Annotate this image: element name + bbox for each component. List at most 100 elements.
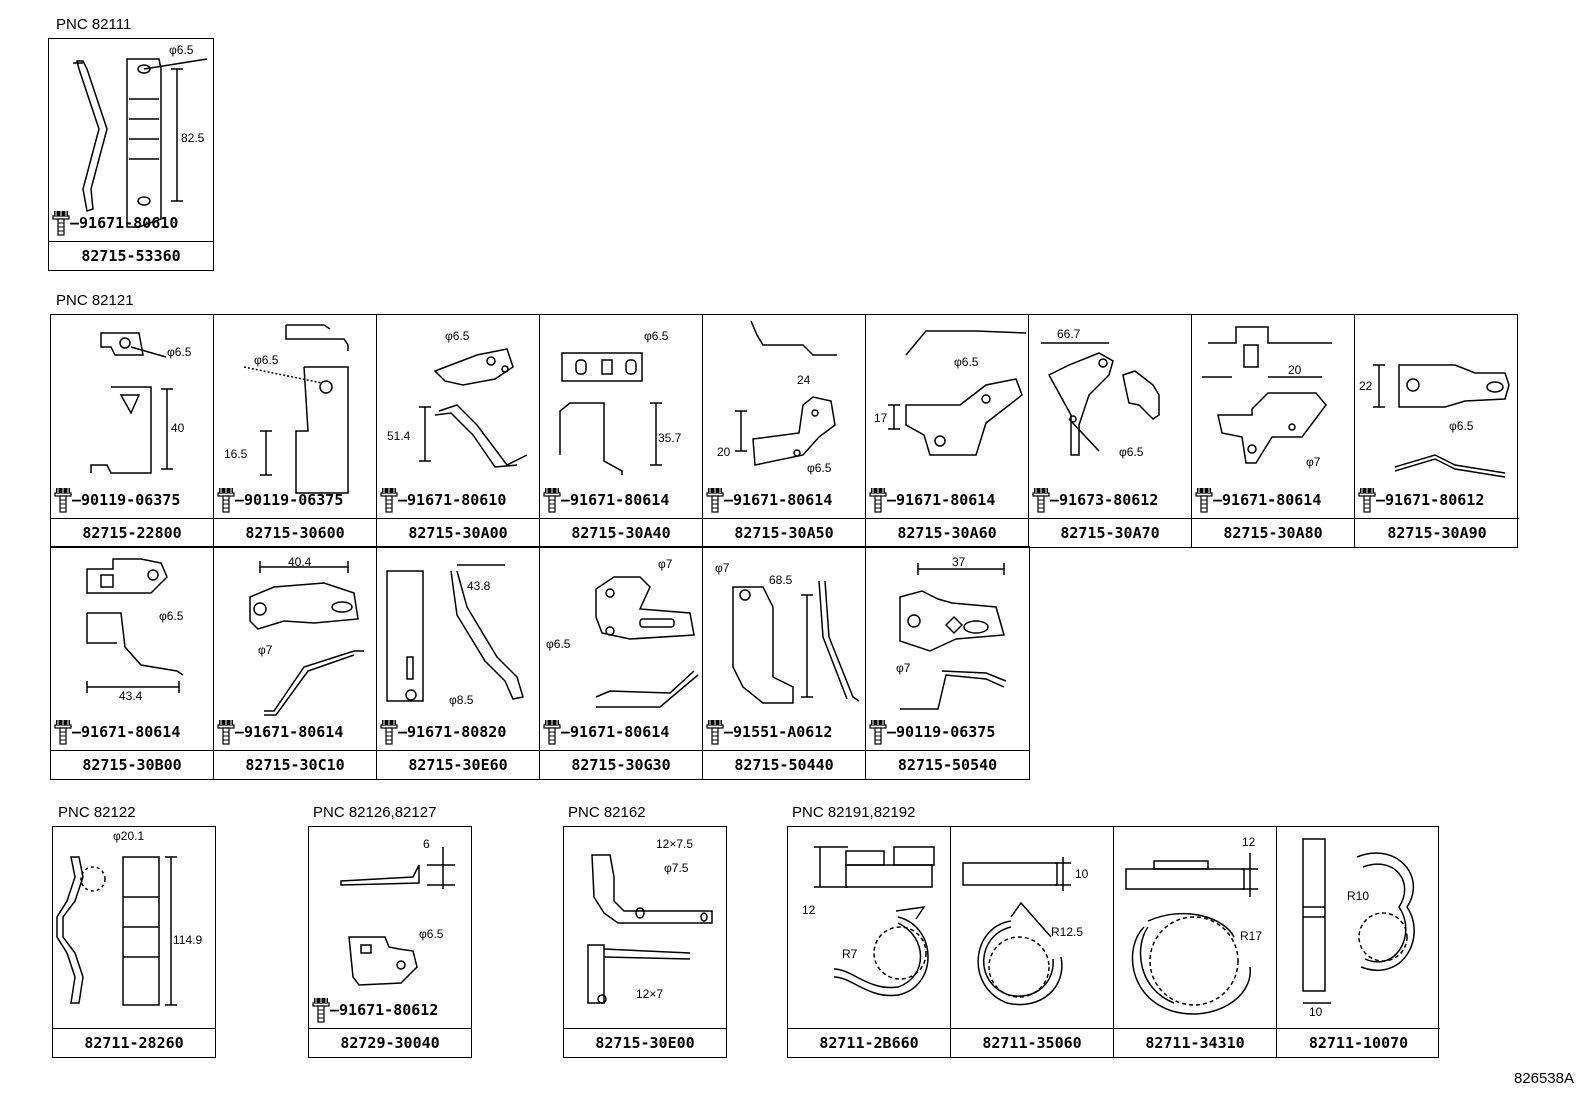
fastener-callout[interactable]: —91673-80612: [1032, 487, 1158, 513]
fastener-callout[interactable]: —91671-80610: [380, 487, 506, 513]
part-cell[interactable]: 43.8 φ8.5 —91671-80820 82715-30E60: [377, 547, 540, 779]
part-cell[interactable]: 6 φ6.5 —91671-80612 82729-30040: [309, 827, 471, 1057]
part-number[interactable]: 82711-35060: [951, 1028, 1113, 1057]
fastener-callout[interactable]: —91671-80614: [543, 487, 669, 513]
part-number[interactable]: 82715-30A00: [377, 518, 539, 547]
part-cell[interactable]: φ7 φ6.5 —91671-80614 82715-30G30: [540, 547, 703, 779]
part-number[interactable]: 82715-30A90: [1355, 518, 1519, 547]
part-number[interactable]: 82715-30A60: [866, 518, 1028, 547]
flange-bolt-icon: [217, 487, 235, 513]
bracket-drawing: [587, 854, 713, 1004]
part-number[interactable]: 82711-2B660: [788, 1028, 950, 1057]
part-number[interactable]: 82715-50440: [703, 750, 865, 779]
pnc-label-82162: PNC 82162: [568, 804, 646, 821]
part-box-82122: φ20.1 114.9 82711-28260: [52, 826, 216, 1058]
part-number[interactable]: 82715-30E00: [564, 1028, 726, 1057]
part-number[interactable]: 82715-30A80: [1192, 518, 1354, 547]
part-cell[interactable]: φ7 68.5 —91551-A0612 82715-50440: [703, 547, 866, 779]
part-cell[interactable]: 12 R7 82711-2B660: [788, 827, 951, 1057]
dimension-label: φ6.5: [445, 329, 470, 343]
flange-bolt-icon: [380, 719, 398, 745]
fastener-callout[interactable]: —90119-06375: [217, 487, 343, 513]
part-cell[interactable]: φ6.5 16.5 —90119-06375 82715-30600: [214, 315, 377, 547]
part-cell[interactable]: 10 R12.5 82711-35060: [951, 827, 1114, 1057]
part-number[interactable]: 82715-30G30: [540, 750, 702, 779]
fastener-callout[interactable]: —91671-80614: [706, 487, 832, 513]
dimension-label: 10: [1075, 867, 1089, 881]
part-cell[interactable]: 12×7.5 φ7.5 12×7 82715-30E00: [564, 827, 726, 1057]
part-cell[interactable]: φ6.5 40 —90119-06375 82715-22800: [51, 315, 214, 547]
bracket-drawing: [56, 856, 177, 1006]
dimension-label: φ6.5: [254, 353, 279, 367]
fastener-part-number: 91671-80614: [570, 491, 670, 509]
part-number[interactable]: 82729-30040: [309, 1028, 471, 1057]
part-cell[interactable]: 22 φ6.5 —91671-80612 82715-30A90: [1355, 315, 1519, 547]
dimension-label: 37: [952, 555, 966, 569]
fastener-part-number: 91671-80614: [81, 723, 181, 741]
dimension-label: 43.4: [119, 689, 143, 703]
fastener-callout[interactable]: —91551-A0612: [706, 719, 832, 745]
part-number[interactable]: 82715-30A50: [703, 518, 865, 547]
dimension-label: R7: [842, 947, 858, 961]
part-number[interactable]: 82715-22800: [51, 518, 213, 547]
bracket-drawing: [86, 558, 184, 693]
part-cell[interactable]: φ6.5 35.7 —91671-80614 82715-30A40: [540, 315, 703, 547]
fastener-part-number: 91671-80614: [570, 723, 670, 741]
flange-bolt-icon: [217, 719, 235, 745]
part-number[interactable]: 82715-50540: [866, 750, 1029, 779]
part-cell[interactable]: 20 φ7 —91671-80614 82715-30A80: [1192, 315, 1355, 547]
part-cell[interactable]: 40.4 φ7 —91671-80614 82715-30C10: [214, 547, 377, 779]
bracket-drawing: [340, 847, 455, 986]
fastener-callout[interactable]: —91671-80612: [1358, 487, 1484, 513]
fastener-part-number: 91671-80614: [896, 491, 996, 509]
dimension-label: 20: [717, 445, 731, 459]
part-cell[interactable]: φ20.1 114.9 82711-28260: [53, 827, 215, 1057]
part-number[interactable]: 82711-10070: [1277, 1028, 1440, 1057]
part-cell[interactable]: φ6.5 82.5 —91671-80610 82715-53360: [49, 39, 213, 270]
fastener-callout[interactable]: —91671-80610: [52, 210, 178, 236]
figure-code: 826538A: [1513, 1070, 1574, 1087]
part-number[interactable]: 82715-30A40: [540, 518, 702, 547]
dimension-label: φ6.5: [167, 345, 192, 359]
part-cell[interactable]: φ6.5 51.4 —91671-80610 82715-30A00: [377, 315, 540, 547]
fastener-callout[interactable]: —91671-80820: [380, 719, 506, 745]
part-number[interactable]: 82711-34310: [1114, 1028, 1276, 1057]
dimension-label: φ6.5: [159, 609, 184, 623]
part-cell[interactable]: 12 R17 82711-34310: [1114, 827, 1277, 1057]
dimension-label: φ7: [1306, 455, 1321, 469]
part-cell[interactable]: R10 10 82711-10070: [1277, 827, 1440, 1057]
fastener-callout[interactable]: —90119-06375: [869, 719, 995, 745]
flange-bolt-icon: [706, 487, 724, 513]
part-cell[interactable]: 37 φ7 —90119-06375 82715-50540: [866, 547, 1029, 779]
fastener-part-number: 91671-80820: [407, 723, 507, 741]
dimension-label: φ6.5: [1449, 419, 1474, 433]
flange-bolt-icon: [706, 719, 724, 745]
flange-bolt-icon: [54, 719, 72, 745]
part-cell[interactable]: φ6.5 43.4 —91671-80614 82715-30B00: [51, 547, 214, 779]
fastener-callout[interactable]: —91671-80612: [312, 997, 438, 1023]
fastener-callout[interactable]: —91671-80614: [543, 719, 669, 745]
fastener-callout[interactable]: —91671-80614: [869, 487, 995, 513]
dimension-label: 43.8: [467, 579, 491, 593]
part-cell[interactable]: 66.7 φ6.5 —91673-80612 82715-30A70: [1029, 315, 1192, 547]
part-number[interactable]: 82715-53360: [49, 241, 213, 270]
dimension-label: 16.5: [224, 447, 248, 461]
part-box-82126: 6 φ6.5 —91671-80612 82729-30040: [308, 826, 472, 1058]
bracket-drawing: [1202, 326, 1332, 464]
part-number[interactable]: 82715-30B00: [51, 750, 213, 779]
part-number[interactable]: 82715-30C10: [214, 750, 376, 779]
part-number[interactable]: 82715-30E60: [377, 750, 539, 779]
fastener-callout[interactable]: —91671-80614: [54, 719, 180, 745]
fastener-callout[interactable]: —91671-80614: [1195, 487, 1321, 513]
dimension-label: 20: [1288, 363, 1302, 377]
bracket-drawing: [90, 332, 173, 474]
pnc-label-82111: PNC 82111: [56, 16, 132, 33]
part-cell[interactable]: 24 20 φ6.5 —91671-80614 82715-30A50: [703, 315, 866, 547]
fastener-callout[interactable]: —91671-80614: [217, 719, 343, 745]
fastener-callout[interactable]: —90119-06375: [54, 487, 180, 513]
dimension-label: 40.4: [288, 555, 312, 569]
part-cell[interactable]: φ6.5 17 —91671-80614 82715-30A60: [866, 315, 1029, 547]
part-number[interactable]: 82715-30600: [214, 518, 376, 547]
part-number[interactable]: 82711-28260: [53, 1028, 215, 1057]
part-number[interactable]: 82715-30A70: [1029, 518, 1191, 547]
